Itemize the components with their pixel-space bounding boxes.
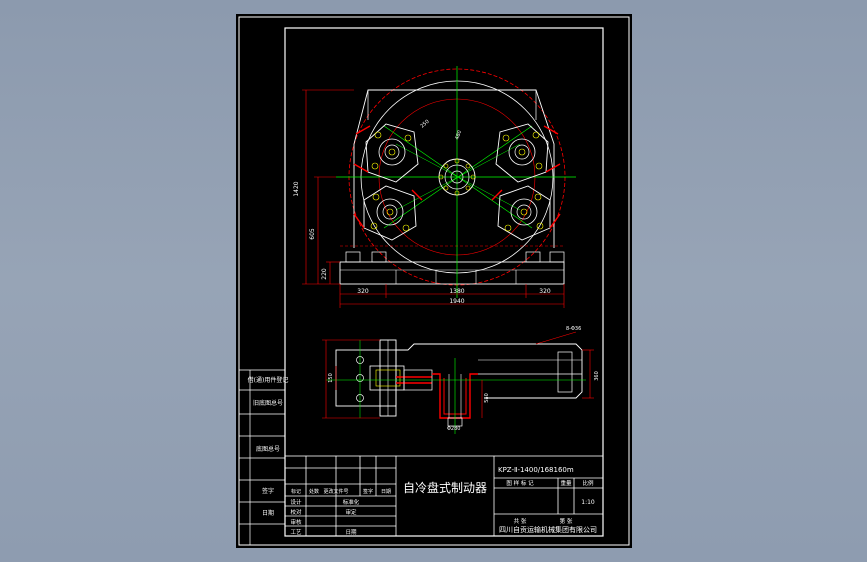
caliper-lower-left [353,185,423,241]
caliper-upper-right [495,123,561,183]
dim-1940: 1940 [449,298,464,305]
side-dimensions [322,331,594,419]
outer-frame [238,16,630,546]
drawing-sheet: 借(通)用件登记 旧底图总号 底图总号 签字 日期 [236,14,632,548]
dim-220: 220 [321,268,328,280]
dim-side-150: 150 [328,373,334,383]
dim-605: 605 [309,228,316,240]
side-label-2: 底图总号 [256,445,280,453]
front-dimensions [302,89,565,308]
side-label-3: 签字 [262,487,274,495]
sign-row-right-1: 审定 [345,508,357,516]
sheet-label-1: 第 张 [560,517,573,525]
dim-1420: 1420 [293,181,300,196]
header-label-1: 重量 [560,479,572,487]
company-name: 四川自贡运输机械集团有限公司 [499,525,597,534]
dim-320-right: 320 [539,288,551,295]
revision-header-1: 处数 [309,488,319,495]
title-block-lines [284,455,604,537]
sign-row-right-2: 日期 [345,529,357,536]
left-margin-table [239,369,285,545]
side-label-4: 日期 [262,509,274,517]
caliper-upper-left [353,123,419,183]
cad-drawing: 借(通)用件登记 旧底图总号 底图总号 签字 日期 [238,16,630,546]
sign-row-1: 校对 [290,508,302,516]
revision-header-4: 日期 [381,489,391,495]
sign-row-0: 设计 [290,498,302,506]
dim-side-bore: Φ280 [447,426,460,432]
dim-side-holes: 8-Φ36 [566,326,581,332]
revision-header-2: 更改文件号 [323,488,348,495]
dim-side-580: 580 [484,393,490,403]
side-view [326,339,586,434]
dim-side-360: 360 [594,371,600,381]
revision-header-0: 标记 [291,488,301,495]
dim-320-left: 320 [357,288,369,295]
revision-header-3: 签字 [363,488,373,495]
sign-row-2: 审核 [290,518,302,526]
caliper-lower-right [491,185,561,241]
model-number: KPZ-Ⅱ-1400/168160m [498,466,574,474]
side-label-1: 旧底图总号 [253,399,283,407]
sign-row-3: 工艺 [290,529,302,536]
header-label-2: 比例 [582,479,594,487]
dim-480: 480 [454,130,463,141]
drawing-name: 自冷盘式制动器 [403,480,487,495]
front-view [336,66,576,298]
sign-row-right-0: 标准化 [343,498,360,506]
side-label-0: 借(通)用件登记 [248,376,289,384]
scale-value: 1:10 [581,499,595,506]
header-label-0: 图 样 标 记 [506,479,534,487]
sheet-label-0: 共 张 [514,517,527,525]
dim-1380: 1380 [449,288,464,295]
dim-250: 250 [419,119,430,130]
inner-frame [284,27,604,537]
